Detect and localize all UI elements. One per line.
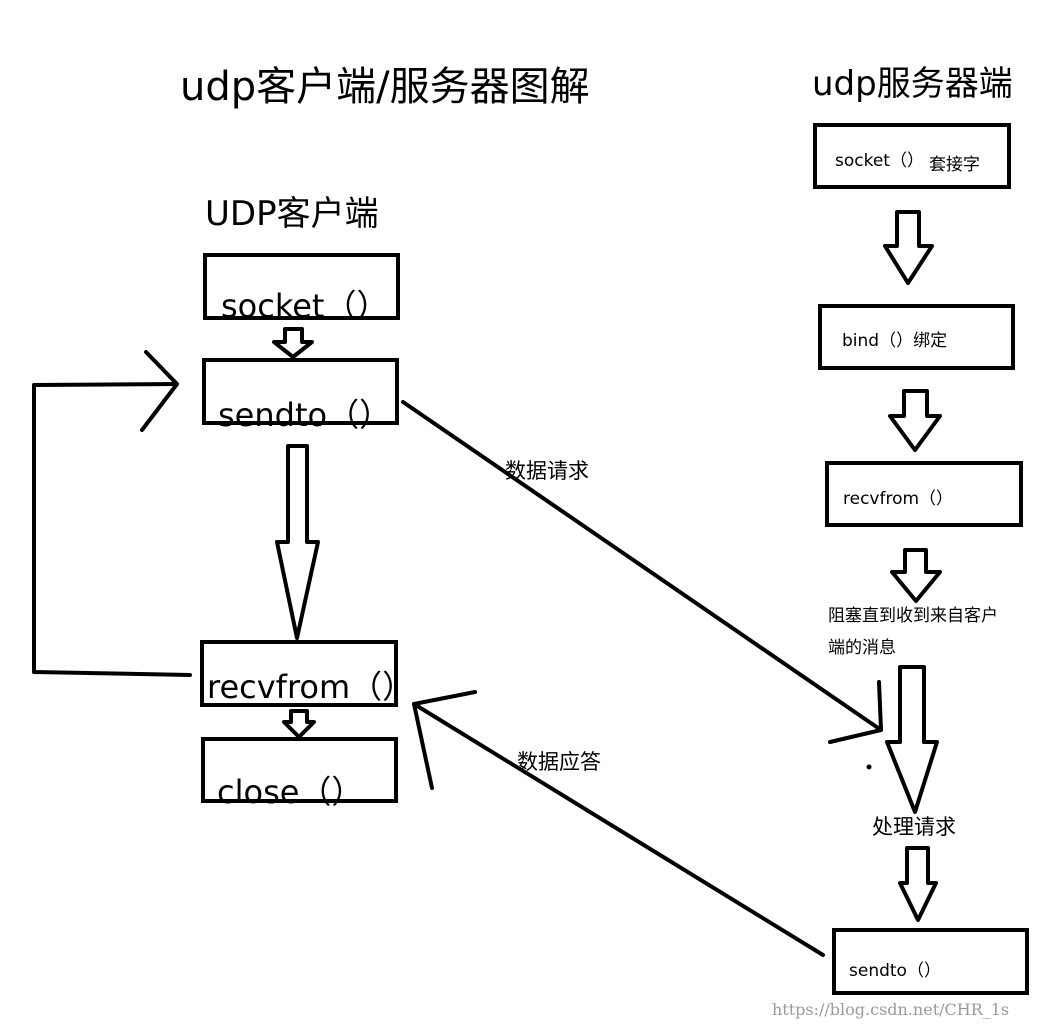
client-close-box: close（）: [201, 737, 398, 811]
server-block-note-line1: 阻塞直到收到来自客户: [828, 606, 998, 626]
client-socket-box: socket（）: [203, 253, 400, 325]
client-recvfrom-label: recvfrom（）: [207, 668, 415, 706]
request-line: [401, 400, 883, 732]
server-socket-to-bind-arrow: [883, 210, 934, 285]
client-recvfrom-to-close-arrow: [282, 709, 316, 739]
request-arrowhead: [828, 680, 883, 744]
client-sendto-box: sendto（）: [202, 358, 399, 434]
server-recvfrom-box: recvfrom（）: [825, 461, 1023, 527]
client-sendto-label: sendto（）: [218, 396, 392, 434]
client-socket-to-sendto-arrow: [272, 327, 314, 359]
client-loop-line: [32, 382, 192, 677]
stray-dot: [866, 764, 872, 770]
server-socket-note: 套接字: [929, 155, 980, 175]
server-sendto-label: sendto（）: [849, 961, 941, 981]
server-process-label: 处理请求: [872, 815, 956, 839]
server-bind-box: bind（）绑定: [818, 304, 1015, 370]
client-sendto-to-recvfrom-arrow: [275, 444, 320, 640]
response-label: 数据应答: [517, 750, 601, 774]
response-arrowhead: [412, 690, 477, 790]
server-recvfrom-to-block-arrow: [890, 548, 942, 603]
client-close-label: close（）: [217, 773, 364, 811]
client-recvfrom-box: recvfrom（）: [200, 640, 414, 707]
server-block-note-line2: 端的消息: [828, 638, 896, 658]
server-recvfrom-label: recvfrom（）: [843, 489, 954, 509]
server-heading: udp服务器端: [812, 64, 1013, 104]
server-block-to-process-arrow: [885, 665, 939, 814]
client-socket-label: socket（）: [221, 287, 389, 325]
server-process-to-sendto-arrow: [898, 846, 938, 922]
watermark: https://blog.csdn.net/CHR_1s: [772, 1000, 1010, 1019]
diagram-title: udp客户端/服务器图解: [180, 64, 590, 110]
request-label: 数据请求: [505, 459, 589, 483]
server-socket-label: socket（）: [835, 151, 924, 171]
client-loop-arrowhead: [140, 350, 179, 432]
server-socket-box: socket（） 套接字: [813, 123, 1011, 189]
server-bind-label: bind（）绑定: [842, 331, 948, 351]
server-sendto-box: sendto（）: [832, 928, 1029, 995]
client-heading: UDP客户端: [205, 194, 379, 234]
server-bind-to-recvfrom-arrow: [888, 389, 942, 452]
response-line: [412, 702, 825, 957]
